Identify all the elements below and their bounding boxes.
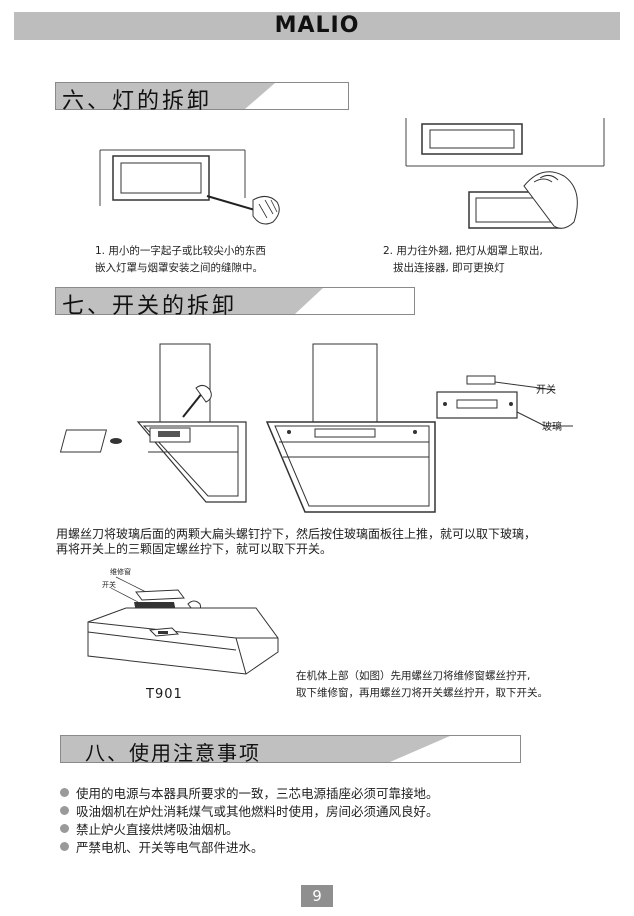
model-number: T901 [146,687,183,702]
list-item: 禁止炉火直接烘烤吸油烟机。 [60,819,439,837]
brand-logo: MALIO [274,13,360,38]
section6-step1-line2: 嵌入灯罩与烟罩安装之间的缝隙中。 [95,262,263,274]
page-number-box [301,885,333,907]
bullet-icon [60,841,69,851]
section6-step2-line1: 2. 用力往外翘, 把灯从烟罩上取出, [383,245,543,257]
section7-note-line1: 在机体上部（如图）先用螺丝刀将维修窗螺丝拧开, [296,670,531,682]
section6-step1-line1: 1. 用小的一字起子或比较尖小的东西 [95,245,266,257]
bullet-icon [60,805,69,815]
lamp-removal-illustration-1 [99,149,280,225]
section6-title: 六、灯的拆卸 [62,89,213,114]
header-bar [14,12,620,40]
list-item-text: 使用的电源与本器具所要求的一致，三芯电源插座必须可靠接地。 [76,785,439,801]
section6-title-fill [56,83,275,109]
list-item-text: 严禁电机、开关等电气部件进水。 [76,839,264,855]
label-glass: 玻璃 [542,422,562,433]
section6-step2-caption: 2. 用力往外翘, 把灯从烟罩上取出, 拔出连接器, 即可更换灯 [383,243,543,277]
safety-notes-list: 使用的电源与本器具所要求的一致，三芯电源插座必须可靠接地。 吸油烟机在炉灶消耗煤… [60,783,439,855]
switch-glass-exploded-view [436,375,573,427]
label-maintenance-window: 维修窗 [110,568,131,576]
section8-title: 八、使用注意事项 [85,741,261,765]
section7-title-fill [56,288,323,314]
list-item-text: 禁止炉火直接烘烤吸油烟机。 [76,821,239,837]
list-item: 严禁电机、开关等电气部件进水。 [60,837,439,855]
label-switch-small: 开关 [102,581,116,589]
bullet-icon [60,823,69,833]
section7-instruction-line2: 再将开关上的三颗固定螺丝拧下，就可以取下开关。 [56,542,333,556]
list-item-text: 吸油烟机在炉灶消耗煤气或其他燃料时使用，房间必须通风良好。 [76,803,439,819]
t901-illustration [87,576,279,675]
section7-instruction-line1: 用螺丝刀将玻璃后面的两颗大扁头螺钉拧下，然后按住玻璃面板往上推，就可以取下玻璃， [56,527,537,541]
section7-note-line2: 取下维修窗，再用螺丝刀将开关螺丝拧开，取下开关。 [296,687,548,699]
label-switch: 开关 [536,385,556,396]
bullet-icon [60,787,69,797]
section6-step1-caption: 1. 用小的一字起子或比较尖小的东西 嵌入灯罩与烟罩安装之间的缝隙中。 [95,243,266,277]
list-item: 吸油烟机在炉灶消耗煤气或其他燃料时使用，房间必须通风良好。 [60,801,439,819]
section7-title: 七、开关的拆卸 [62,294,238,319]
section6-step2-line2: 拔出连接器, 即可更换灯 [393,262,505,274]
hood-switch-illustration-2 [265,343,436,513]
page-number: 9 [312,887,322,905]
section7-instruction: 用螺丝刀将玻璃后面的两颗大扁头螺钉拧下，然后按住玻璃面板往上推，就可以取下玻璃，… [56,527,536,557]
lamp-removal-illustration-2 [405,118,605,229]
hood-switch-illustration-1 [59,343,247,503]
section7-note: 在机体上部（如图）先用螺丝刀将维修窗螺丝拧开, 取下维修窗，再用螺丝刀将开关螺丝… [296,668,548,702]
list-item: 使用的电源与本器具所要求的一致，三芯电源插座必须可靠接地。 [60,783,439,801]
section8-title-fill [61,736,450,762]
